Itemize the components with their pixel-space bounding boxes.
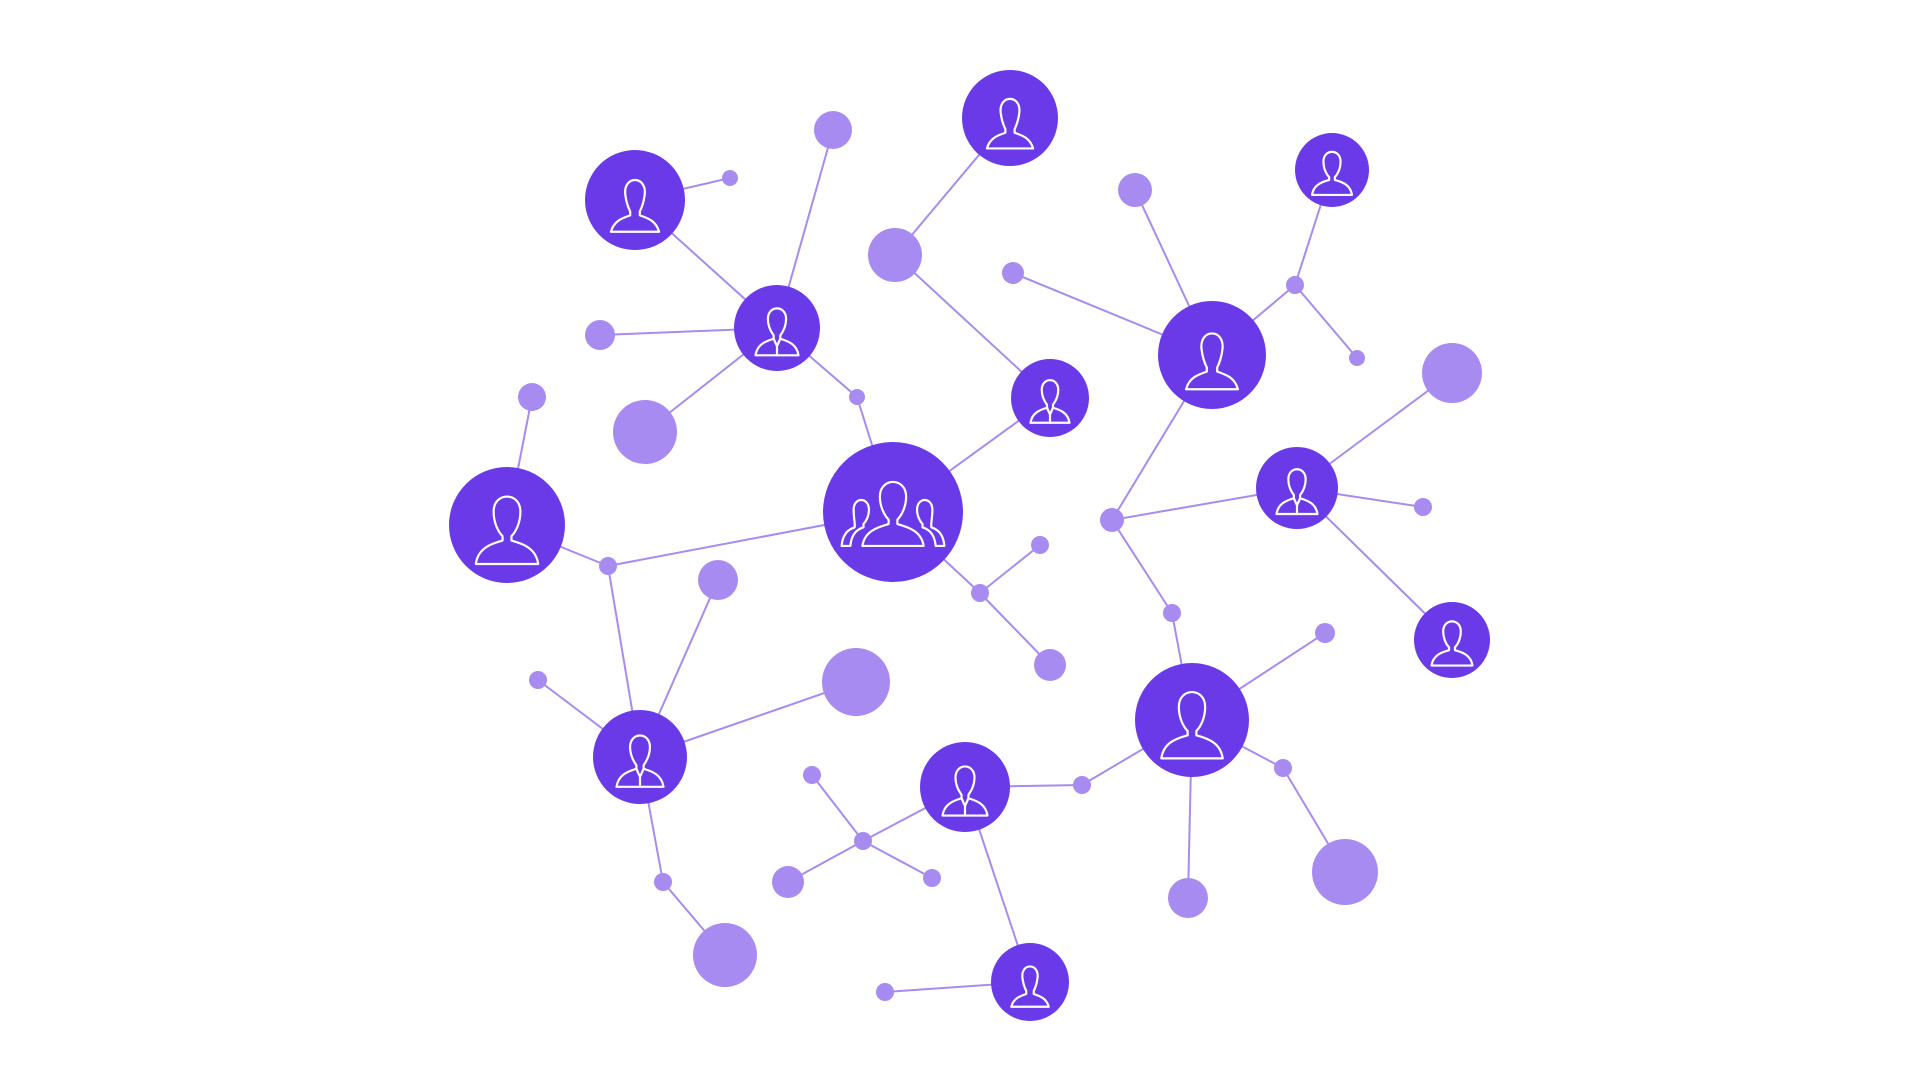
person-node (1158, 301, 1266, 409)
connector-dot (822, 648, 890, 716)
connector-dot (1286, 276, 1304, 294)
person-node-circle (1158, 301, 1266, 409)
connector-dot (1073, 776, 1091, 794)
person-node (1414, 602, 1490, 678)
person-node (920, 742, 1010, 832)
connector-dot (1312, 839, 1378, 905)
connection-line (862, 840, 933, 879)
connector-dot (1168, 878, 1208, 918)
connection-lines (506, 117, 1453, 993)
connector-dot (849, 389, 865, 405)
connector-dot (854, 832, 872, 850)
connector-dot (693, 923, 757, 987)
connection-line (979, 544, 1041, 594)
person-node (585, 150, 685, 250)
connector-dot (698, 560, 738, 600)
person-node (1295, 133, 1369, 207)
person-node-circle (585, 150, 685, 250)
person-node (1011, 359, 1089, 437)
person-node-circle (823, 442, 963, 582)
connector-dot (1422, 343, 1482, 403)
person-node-circle (991, 943, 1069, 1021)
connection-line (1294, 284, 1358, 359)
connector-dot (1349, 350, 1365, 366)
person-node-circle (1011, 359, 1089, 437)
person-node-circle (962, 70, 1058, 166)
connector-dot (1118, 173, 1152, 207)
person-node (593, 710, 687, 804)
connector-dot (923, 869, 941, 887)
connection-line (979, 592, 1051, 666)
person-node-circle (593, 710, 687, 804)
person-node (962, 70, 1058, 166)
person-nodes (449, 70, 1490, 1021)
connector-dot (772, 866, 804, 898)
connection-line (1111, 519, 1173, 614)
person-node-circle (920, 742, 1010, 832)
person-node-circle (449, 467, 565, 583)
person-node (991, 943, 1069, 1021)
connector-dot (803, 766, 821, 784)
connector-dot (814, 111, 852, 149)
connector-dot (1100, 508, 1124, 532)
connector-dot (599, 557, 617, 575)
person-node-circle (1256, 447, 1338, 529)
person-node (1256, 447, 1338, 529)
person-node (734, 285, 820, 371)
connector-dot (1163, 604, 1181, 622)
person-node (1135, 663, 1249, 777)
connector-dot (1031, 536, 1049, 554)
person-node-circle (734, 285, 820, 371)
connector-dot (1274, 759, 1292, 777)
connector-dot (518, 383, 546, 411)
connector-dot (876, 983, 894, 1001)
connector-dot (971, 584, 989, 602)
connector-dot (1315, 623, 1335, 643)
connector-dot (722, 170, 738, 186)
connector-dot (1034, 649, 1066, 681)
connector-dot (613, 400, 677, 464)
connector-dot (868, 228, 922, 282)
connector-dot (529, 671, 547, 689)
connector-dot (585, 320, 615, 350)
connector-dot (1414, 498, 1432, 516)
person-node (823, 442, 963, 582)
connector-dots (518, 111, 1482, 1001)
person-node (449, 467, 565, 583)
person-node-circle (1135, 663, 1249, 777)
connector-dot (1002, 262, 1024, 284)
connection-line (811, 774, 864, 842)
connector-dot (654, 873, 672, 891)
